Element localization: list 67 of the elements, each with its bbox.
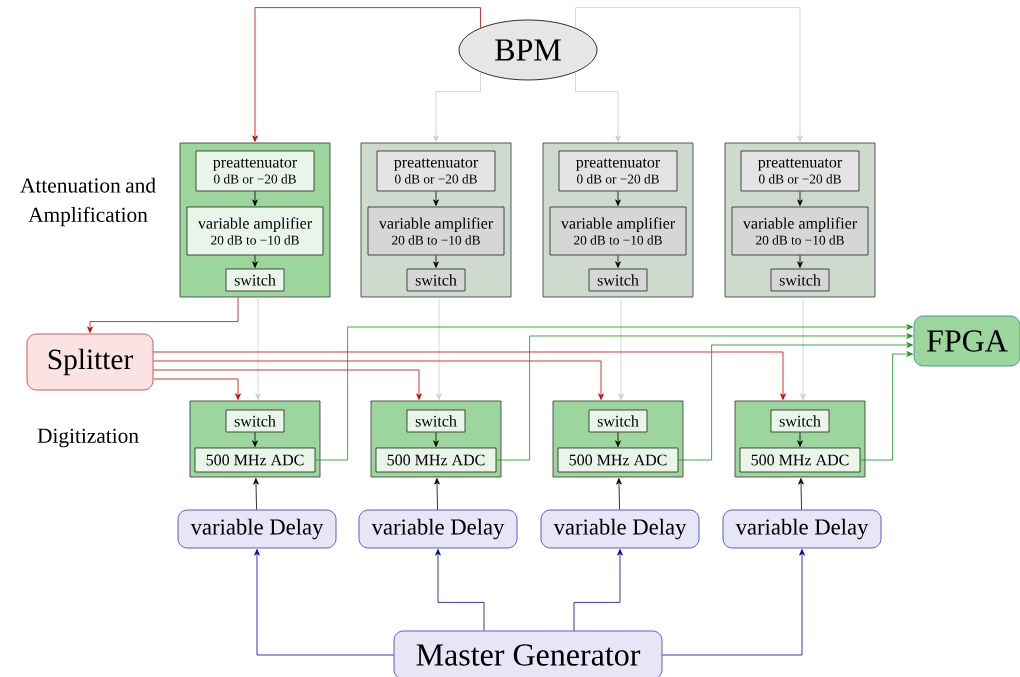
arrow <box>496 333 913 461</box>
rounded-box: variable Delay <box>540 509 700 549</box>
process-box: switch <box>588 268 648 292</box>
arrow <box>436 297 442 400</box>
arrow <box>87 297 239 333</box>
arrow <box>662 549 805 656</box>
arrow <box>618 297 624 400</box>
ellipse-node: BPM <box>458 19 598 81</box>
rounded-box: Splitter <box>26 333 154 391</box>
rounded-box: variable Delay <box>358 509 518 549</box>
arrow <box>615 191 621 206</box>
process-box: 500 MHz ADC <box>375 447 497 473</box>
process-box: variable amplifier 20 dB to −10 dB <box>367 206 505 256</box>
arrow <box>435 549 485 631</box>
arrow <box>253 478 259 510</box>
process-box: 500 MHz ADC <box>739 447 861 473</box>
process-box: variable amplifier 20 dB to −10 dB <box>731 206 869 256</box>
process-box: switch <box>770 268 830 292</box>
process-box: variable amplifier 20 dB to −10 dB <box>549 206 687 256</box>
arrow <box>797 191 803 206</box>
process-box: preattenuator 0 dB or −20 dB <box>376 150 496 192</box>
arrow <box>798 478 804 510</box>
arrow <box>433 255 439 268</box>
process-box: switch <box>225 268 285 292</box>
arrow <box>252 191 258 206</box>
arrow <box>315 324 913 461</box>
arrow <box>615 432 621 447</box>
arrow <box>797 432 803 447</box>
arrow <box>252 7 481 142</box>
arrow <box>797 255 803 268</box>
rounded-box: FPGA <box>913 315 1020 367</box>
arrow <box>255 297 261 400</box>
process-box: preattenuator 0 dB or −20 dB <box>195 150 315 192</box>
arrow <box>153 378 241 400</box>
arrow <box>433 191 439 206</box>
arrow <box>153 360 604 400</box>
section-label: Digitization <box>37 428 139 448</box>
process-box: switch <box>225 409 285 433</box>
rounded-box: variable Delay <box>177 509 337 549</box>
arrow <box>433 432 439 447</box>
process-box: preattenuator 0 dB or −20 dB <box>558 150 678 192</box>
arrow <box>575 71 621 142</box>
arrow <box>433 71 481 142</box>
process-box: switch <box>588 409 648 433</box>
arrow <box>678 342 913 461</box>
arrow <box>434 478 440 510</box>
arrow <box>153 369 422 400</box>
process-box: switch <box>406 268 466 292</box>
process-box: switch <box>406 409 466 433</box>
rounded-box: Master Generator <box>393 630 663 677</box>
arrow <box>575 7 803 142</box>
process-box: 500 MHz ADC <box>557 447 679 473</box>
arrow <box>252 432 258 447</box>
rounded-box: variable Delay <box>722 509 882 549</box>
arrow <box>860 351 913 461</box>
arrow <box>800 297 806 400</box>
arrow <box>252 255 258 268</box>
process-box: 500 MHz ADC <box>194 447 316 473</box>
process-box: preattenuator 0 dB or −20 dB <box>740 150 860 192</box>
arrow <box>615 255 621 268</box>
arrow <box>616 478 622 510</box>
section-label: Attenuation and Amplification <box>20 177 156 227</box>
arrow <box>573 549 623 631</box>
arrow <box>254 549 394 656</box>
process-box: switch <box>770 409 830 433</box>
process-box: variable amplifier 20 dB to −10 dB <box>186 206 324 256</box>
arrow <box>153 351 786 400</box>
